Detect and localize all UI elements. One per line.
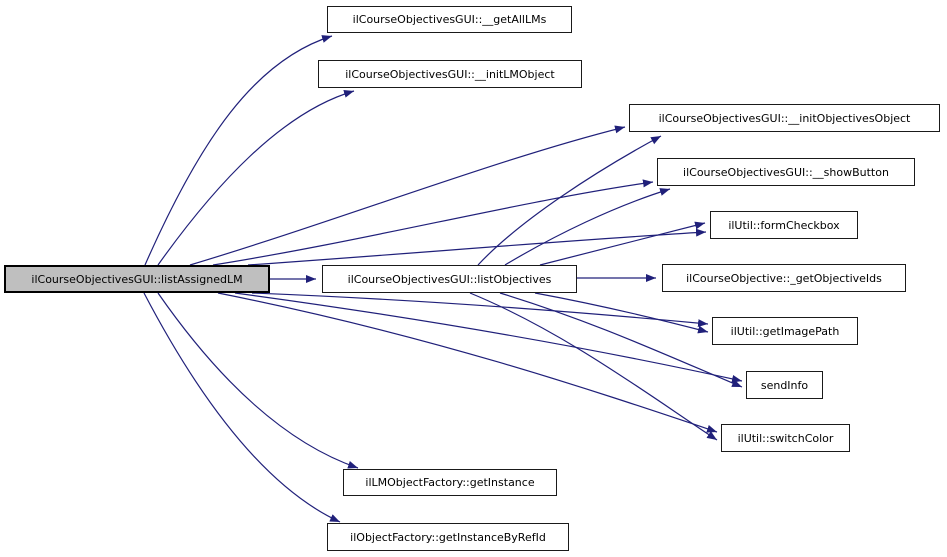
node-list-assigned-lm: ilCourseObjectivesGUI::listAssignedLM: [4, 265, 270, 293]
node-list-objectives[interactable]: ilCourseObjectivesGUI::listObjectives: [322, 265, 577, 293]
node-get-all-lms[interactable]: ilCourseObjectivesGUI::__getAllLMs: [327, 6, 572, 33]
call-edge-listObjectives-showButton: [504, 188, 671, 266]
node-init-objectives-object[interactable]: ilCourseObjectivesGUI::__initObjectivesO…: [629, 104, 940, 132]
call-edge-listAssignedLM-getImagePath: [251, 292, 709, 328]
node-send-info[interactable]: sendInfo: [746, 371, 823, 399]
call-edge-listAssignedLM-getAllLMs: [144, 35, 333, 266]
call-edge-listObjectives-sendInfo: [499, 292, 743, 388]
call-edge-listAssignedLM-showButton: [212, 179, 654, 266]
call-edge-listAssignedLM-sendInfo: [234, 292, 743, 383]
call-edge-listAssignedLM-getInstanceByRefId: [143, 292, 341, 523]
call-edge-listAssignedLM-formCheckbox: [247, 228, 707, 266]
node-get-image-path[interactable]: ilUtil::getImagePath: [712, 317, 858, 345]
call-edge-listObjectives-initObjectivesObject: [477, 135, 662, 266]
node-get-objective-ids[interactable]: ilCourseObjective::_getObjectiveIds: [662, 264, 906, 292]
call-edge-listAssignedLM-getInstance: [157, 292, 359, 469]
call-edge-listAssignedLM-initLMObject: [157, 89, 355, 266]
call-edge-listObjectives-getImagePath: [534, 292, 709, 334]
node-switch-color[interactable]: ilUtil::switchColor: [721, 424, 850, 452]
node-init-lm-object[interactable]: ilCourseObjectivesGUI::__initLMObject: [318, 60, 582, 88]
node-form-checkbox[interactable]: ilUtil::formCheckbox: [710, 211, 858, 239]
node-show-button[interactable]: ilCourseObjectivesGUI::__showButton: [657, 158, 915, 186]
call-edge-listObjectives-formCheckbox: [539, 221, 706, 266]
node-get-instance[interactable]: ilLMObjectFactory::getInstance: [343, 469, 557, 496]
node-get-instance-by-ref-id[interactable]: ilObjectFactory::getInstanceByRefId: [327, 523, 569, 551]
call-edge-listObjectives-switchColor: [469, 292, 718, 441]
call-edge-listAssignedLM-initObjectivesObject: [189, 125, 626, 266]
call-edge-listAssignedLM-switchColor: [217, 292, 718, 433]
